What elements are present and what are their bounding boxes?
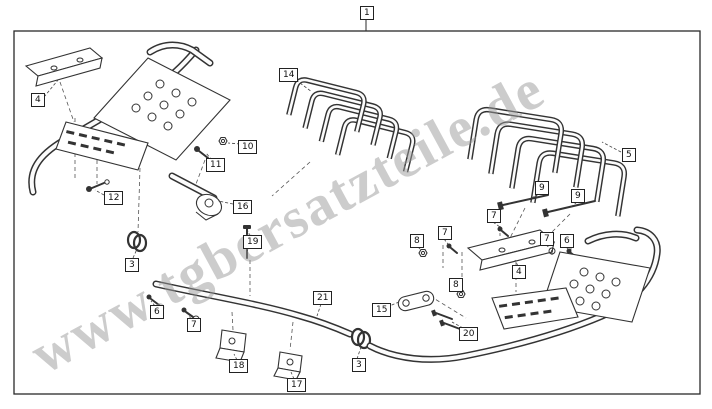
callout-18: 18 bbox=[229, 359, 249, 373]
part-bolt-6-left bbox=[146, 294, 160, 306]
callout-8-a: 8 bbox=[410, 234, 424, 248]
part-nut-8-b bbox=[456, 289, 466, 299]
callout-17: 17 bbox=[287, 378, 307, 392]
callout-9-a: 9 bbox=[535, 181, 549, 195]
part-clamp-3-left bbox=[126, 230, 148, 253]
callout-19: 19 bbox=[243, 235, 263, 249]
callout-20: 20 bbox=[459, 327, 479, 341]
callout-8-b: 8 bbox=[449, 278, 463, 292]
callout-9-b: 9 bbox=[571, 189, 585, 203]
part-clamp-3-mid bbox=[350, 327, 372, 350]
callout-16: 16 bbox=[233, 200, 253, 214]
callout-7-left: 7 bbox=[187, 318, 201, 332]
callout-1: 1 bbox=[360, 6, 374, 20]
callout-7-a: 7 bbox=[487, 209, 501, 223]
part-washer-7-c bbox=[548, 247, 556, 255]
callout-10: 10 bbox=[238, 140, 258, 154]
callout-7-c: 7 bbox=[540, 232, 554, 246]
callout-6-left: 6 bbox=[150, 305, 164, 319]
callout-6-right: 6 bbox=[560, 234, 574, 248]
part-bracket-4-left bbox=[24, 47, 104, 87]
part-footplate-left bbox=[93, 57, 231, 161]
part-frame-right bbox=[366, 226, 661, 363]
callout-21: 21 bbox=[313, 291, 333, 305]
part-bolt-12 bbox=[86, 179, 110, 192]
part-bracket-4-right bbox=[466, 229, 556, 271]
callout-4-right: 4 bbox=[512, 265, 526, 279]
part-link-bracket-15 bbox=[397, 290, 435, 312]
callout-12: 12 bbox=[104, 191, 124, 205]
part-heel-guard-right bbox=[491, 287, 579, 330]
diagram-border bbox=[13, 30, 701, 395]
part-bolts-20 bbox=[431, 309, 461, 330]
part-nut-10 bbox=[218, 136, 228, 146]
callout-3-mid: 3 bbox=[352, 358, 366, 372]
callout-5: 5 bbox=[622, 148, 636, 162]
callout-4-left: 4 bbox=[31, 93, 45, 107]
part-pad-stack-5 bbox=[467, 106, 628, 217]
callout-3-left: 3 bbox=[125, 258, 139, 272]
callout-7-b: 7 bbox=[438, 226, 452, 240]
part-pad-stack-14 bbox=[286, 77, 416, 173]
part-bolt-7-b bbox=[446, 243, 458, 254]
part-nut-8-a bbox=[418, 248, 428, 258]
part-bolt-11 bbox=[194, 146, 209, 159]
callout-15: 15 bbox=[372, 303, 392, 317]
part-rod-21 bbox=[152, 280, 354, 338]
part-bolt-9-a bbox=[497, 194, 549, 211]
callout-11: 11 bbox=[206, 158, 226, 172]
part-bolt-7-a bbox=[497, 226, 509, 237]
part-bracket-18 bbox=[215, 329, 247, 363]
part-pivot-bracket-16 bbox=[168, 172, 223, 221]
part-heel-guard-left bbox=[55, 121, 149, 171]
part-bracket-17 bbox=[273, 351, 303, 381]
callout-14: 14 bbox=[279, 68, 299, 82]
